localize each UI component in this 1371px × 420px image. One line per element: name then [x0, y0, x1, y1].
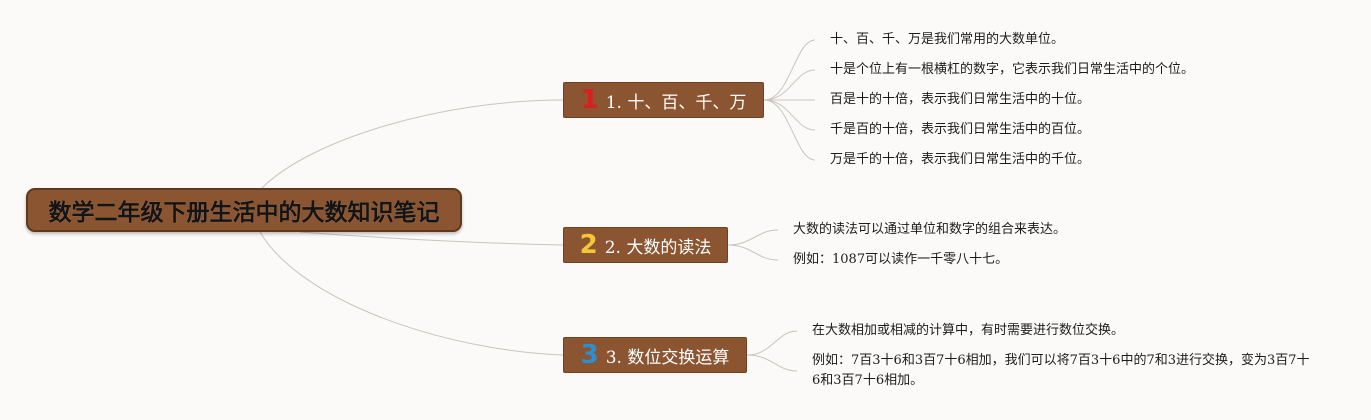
branch-topic-3-label: 3. 数位交换运算	[605, 347, 730, 368]
branch-3-item-1-line	[746, 330, 798, 356]
branch-1-item-4[interactable]: 千是百的十倍，表示我们日常生活中的百位。	[830, 122, 1091, 137]
number-2-icon: 2	[579, 230, 598, 260]
branch-2-item-1[interactable]: 大数的读法可以通过单位和数字的组合来表达。	[793, 222, 1067, 237]
root-to-branch-3-line	[259, 231, 564, 356]
branch-topic-2-label: 2. 大数的读法	[604, 237, 712, 258]
branch-2-item-2[interactable]: 例如：1087可以读作一千零八十七。	[793, 252, 1009, 267]
number-3-icon: 3	[580, 340, 599, 370]
root-topic[interactable]: 数学二年级下册生活中的大数知识笔记	[26, 188, 462, 232]
branch-1-item-5-line	[763, 99, 816, 161]
branch-topic-1[interactable]: 1 1. 十、百、千、万	[563, 82, 764, 118]
branch-2-item-1-line	[727, 229, 779, 246]
branch-3-item-1[interactable]: 在大数相加或相减的计算中，有时需要进行数位交换。	[812, 323, 1125, 338]
branch-1-item-3[interactable]: 百是十的十倍，表示我们日常生活中的十位。	[830, 92, 1091, 107]
branch-topic-3[interactable]: 3 3. 数位交换运算	[563, 337, 747, 373]
number-1-icon: 1	[580, 85, 599, 115]
branch-topic-1-label: 1. 十、百、千、万	[605, 92, 747, 113]
branch-1-item-2[interactable]: 十是个位上有一根横杠的数字，它表示我们日常生活中的个位。	[830, 62, 1195, 77]
branch-1-item-5[interactable]: 万是千的十倍，表示我们日常生活中的千位。	[830, 152, 1091, 167]
root-to-branch-2-line	[299, 231, 564, 246]
branch-topic-2[interactable]: 2 2. 大数的读法	[563, 227, 728, 263]
branch-1-item-1[interactable]: 十、百、千、万是我们常用的大数单位。	[830, 32, 1065, 47]
branch-2-item-2-line	[727, 244, 779, 261]
branch-1-item-4-line	[763, 99, 816, 131]
root-to-branch-1-line	[261, 99, 564, 189]
branch-1-item-2-line	[763, 69, 816, 101]
branch-3-item-2[interactable]: 例如：7百3十6和3百7十6相加，我们可以将7百3十6中的7和3进行交换，变为3…	[812, 353, 1310, 388]
branch-3-item-2-line	[746, 354, 798, 372]
branch-1-item-1-line	[763, 39, 816, 101]
